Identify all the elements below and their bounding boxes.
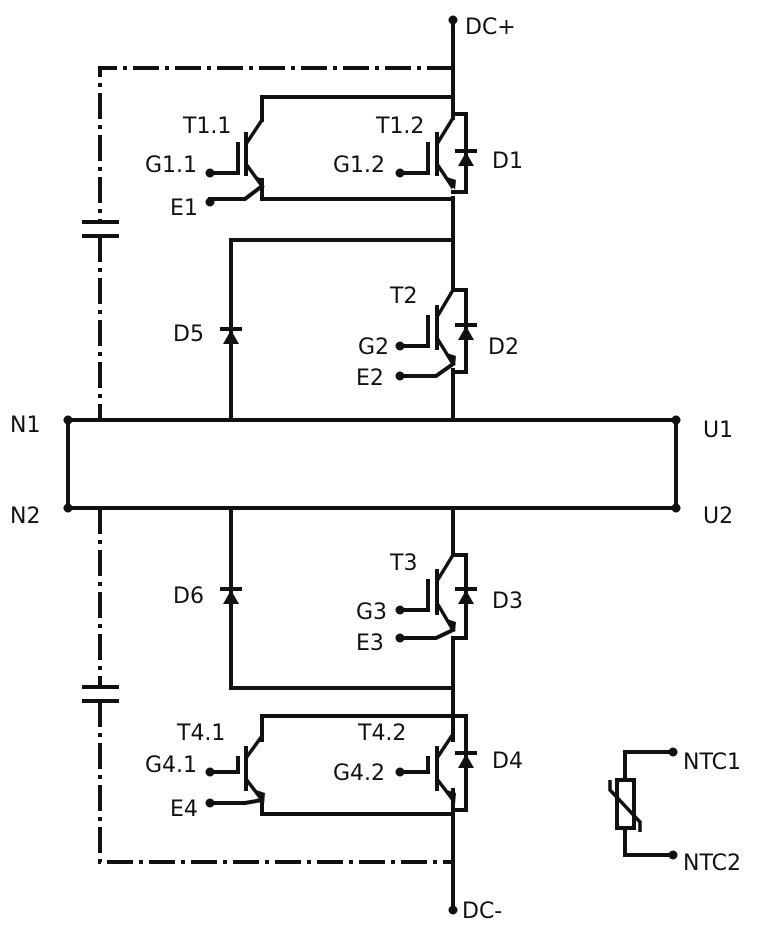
label-d4: D4 <box>492 749 523 774</box>
diode-d4 <box>451 714 477 812</box>
igbt-t1-1 <box>205 119 265 207</box>
label-n1: N1 <box>10 413 40 438</box>
label-e2: E2 <box>356 366 384 391</box>
igbt-t4-2 <box>395 733 456 804</box>
label-e3: E3 <box>356 631 384 656</box>
label-dc-neg: DC- <box>462 899 502 924</box>
dc-link-capacitors <box>82 66 453 864</box>
label-g3: G3 <box>356 600 387 625</box>
label-ntc2: NTC2 <box>683 851 741 876</box>
label-t4-1: T4.1 <box>176 721 225 746</box>
igbt-t3 <box>395 554 456 643</box>
label-d6: D6 <box>173 584 204 609</box>
igbt-t4-1 <box>205 734 265 808</box>
igbt-t1-2 <box>395 117 456 190</box>
label-t2: T2 <box>389 284 417 309</box>
label-g4-1: G4.1 <box>145 753 197 778</box>
terminal-dots <box>63 15 681 915</box>
igbt-t2 <box>395 289 456 381</box>
label-t1-2: T1.2 <box>375 114 424 139</box>
label-e1: E1 <box>170 196 198 221</box>
label-d2: D2 <box>488 335 519 360</box>
label-dc-pos: DC+ <box>465 15 516 40</box>
label-d3: D3 <box>492 589 523 614</box>
label-u2: U2 <box>703 504 733 529</box>
label-g1-2: G1.2 <box>333 153 385 178</box>
diode-d6 <box>220 587 242 604</box>
label-ntc1: NTC1 <box>683 750 741 775</box>
label-g4-2: G4.2 <box>333 761 385 786</box>
label-d1: D1 <box>492 149 523 174</box>
label-n2: N2 <box>10 504 40 529</box>
label-t1-1: T1.1 <box>182 114 231 139</box>
diode-d1 <box>451 112 477 194</box>
label-g1-1: G1.1 <box>145 153 197 178</box>
label-t3: T3 <box>389 551 417 576</box>
label-g2: G2 <box>358 335 389 360</box>
ntc-thermistor <box>608 750 675 857</box>
diode-d2 <box>451 288 477 374</box>
label-u1: U1 <box>703 418 733 443</box>
diode-d5 <box>220 327 242 344</box>
main-wiring <box>66 18 678 912</box>
label-d5: D5 <box>173 322 204 347</box>
label-e4: E4 <box>170 797 198 822</box>
labels: DC+ DC- N1 N2 U1 U2 NTC1 NTC2 T1.1 T1.2 … <box>10 15 741 924</box>
label-t4-2: T4.2 <box>357 721 406 746</box>
diode-d3 <box>451 553 477 640</box>
